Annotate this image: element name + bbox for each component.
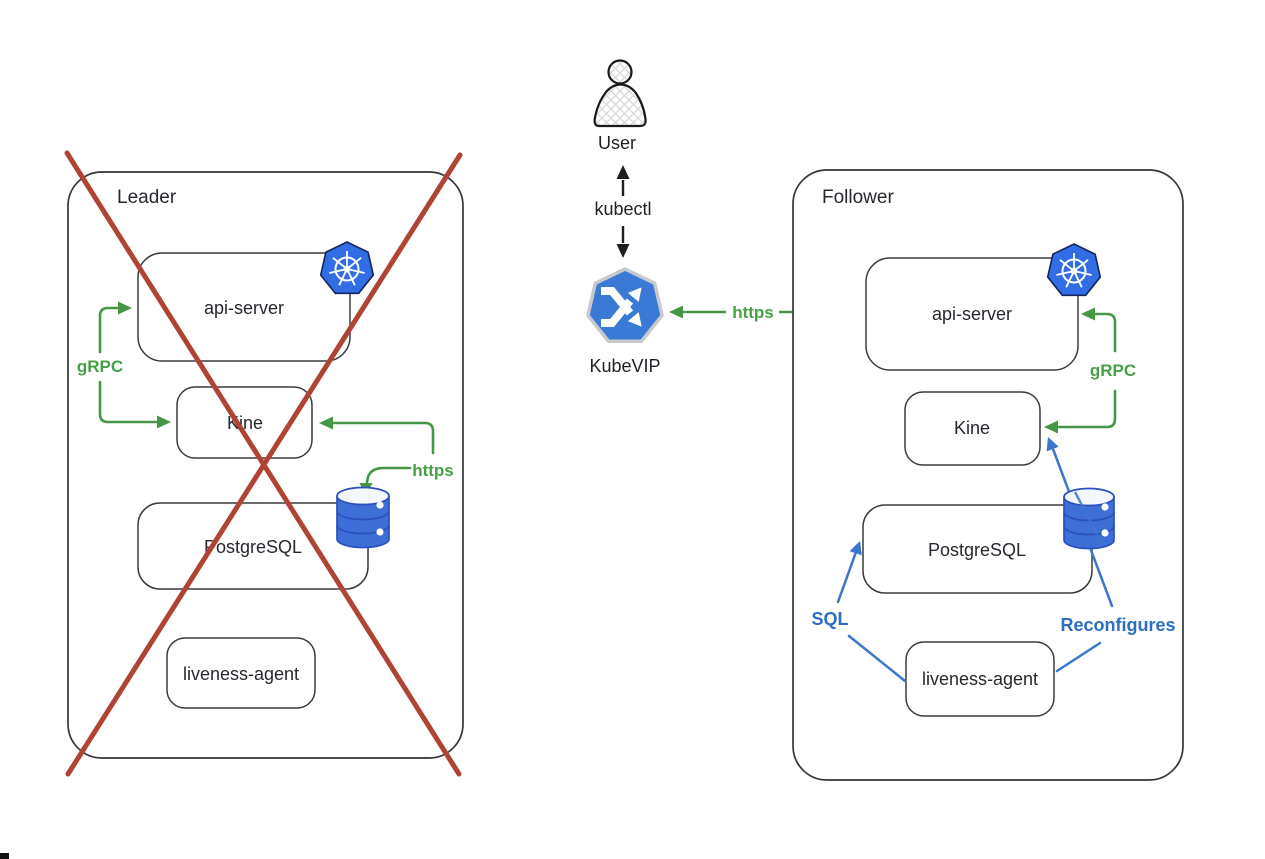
database-body — [336, 496, 390, 549]
kubevip-https-label: https — [732, 303, 774, 322]
database-icon — [336, 486, 390, 549]
kubevip-arrow-up-head — [627, 287, 642, 302]
screen-artifact — [0, 853, 9, 859]
leader-https-label: https — [412, 461, 454, 480]
leader-https-line-db — [365, 466, 412, 484]
follower-grpc-edge: gRPC — [1044, 307, 1136, 434]
sql-line-lower — [847, 634, 907, 683]
database-dot-2 — [376, 528, 384, 536]
https-arrowhead-left — [669, 305, 683, 319]
leader-grpc-edge: gRPC — [77, 301, 171, 429]
kubernetes-icon — [1046, 243, 1102, 297]
kubevip-shuffle-glyph — [601, 287, 642, 327]
kubernetes-icon — [319, 241, 375, 295]
follower-kine-label: Kine — [954, 418, 990, 438]
follower-liveness-agent-label: liveness-agent — [922, 669, 1038, 689]
kubectl-label: kubectl — [594, 199, 651, 219]
database-body — [1063, 497, 1115, 550]
reconfigures-arrowhead — [1046, 437, 1059, 452]
kubevip-https-edge: https — [669, 301, 864, 322]
database-band-2 — [336, 524, 390, 535]
leader-api-server-label: api-server — [204, 298, 284, 318]
leader-https-arrowhead-kine — [319, 416, 333, 430]
leader-red-cross — [64, 150, 463, 777]
leader-api-server-node — [137, 252, 351, 362]
kubevip-arrow-down-shaft — [601, 287, 634, 316]
kubevip-icon — [586, 267, 664, 343]
database-band-2 — [1063, 525, 1115, 536]
leader-panel: Leader api-server Kine PostgreSQL livene… — [64, 150, 464, 777]
sql-arrowhead — [849, 541, 862, 556]
follower-grpc-arrowhead-kine — [1044, 420, 1058, 434]
leader-title: Leader — [117, 187, 177, 208]
https-label-mask — [726, 301, 779, 322]
leader-https-edge: https — [319, 416, 454, 496]
kubernetes-hub — [343, 265, 351, 273]
database-top — [1063, 487, 1115, 507]
kubevip-label: KubeVIP — [589, 356, 660, 376]
follower-title: Follower — [822, 187, 894, 208]
kubectl-up-arrow — [616, 165, 630, 196]
leader-grpc-arrowhead-api — [118, 301, 132, 315]
follower-postgresql-label: PostgreSQL — [928, 540, 1026, 560]
follower-sql-edge: SQL — [811, 541, 907, 683]
database-top — [336, 486, 390, 506]
follower-grpc-arrowhead-api — [1081, 307, 1095, 321]
database-icon — [1063, 487, 1115, 550]
database-band-1 — [336, 510, 390, 521]
sql-line-upper — [836, 550, 858, 604]
reconfigures-line-through-db — [1073, 491, 1105, 547]
user-label: User — [598, 133, 636, 153]
follower-grpc-line-top — [1092, 312, 1117, 353]
user-head — [607, 59, 633, 85]
leader-grpc-label: gRPC — [77, 357, 123, 376]
follower-grpc-line-bottom — [1055, 389, 1117, 429]
leader-liveness-agent-label: liveness-agent — [183, 664, 299, 684]
database-dot-1 — [376, 501, 384, 509]
leader-grpc-line-top — [98, 306, 121, 354]
kubernetes-hub — [1070, 267, 1078, 275]
database-dot-2 — [1101, 529, 1109, 537]
follower-liveness-agent-node — [905, 641, 1055, 717]
follower-panel: Follower api-server Kine PostgreSQL live… — [792, 169, 1184, 781]
red-cross-line-2 — [65, 152, 463, 777]
reconfigures-label: Reconfigures — [1060, 615, 1175, 635]
kubectl-down-arrow — [616, 226, 630, 258]
leader-postgresql-label: PostgreSQL — [204, 537, 302, 557]
user-icon — [593, 59, 647, 128]
user-body — [593, 83, 647, 128]
kubevip-arrow-down-head — [627, 312, 642, 327]
access-path: User kubectl KubeVIP — [586, 59, 864, 376]
follower-grpc-label: gRPC — [1090, 361, 1136, 380]
leader-liveness-agent-node — [166, 637, 316, 709]
down-arrow-head — [616, 244, 630, 258]
follower-api-server-label: api-server — [932, 304, 1012, 324]
follower-api-server-node — [865, 257, 1079, 371]
leader-grpc-line-bottom — [98, 380, 160, 424]
leader-grpc-arrowhead-kine — [157, 415, 171, 429]
up-arrow-head — [616, 165, 630, 179]
database-dot-1 — [1101, 503, 1109, 511]
follower-kine-node — [904, 391, 1041, 466]
reconfigures-line-lower — [1055, 641, 1102, 673]
leader-https-line-kine — [330, 421, 435, 455]
sql-label: SQL — [811, 609, 848, 629]
